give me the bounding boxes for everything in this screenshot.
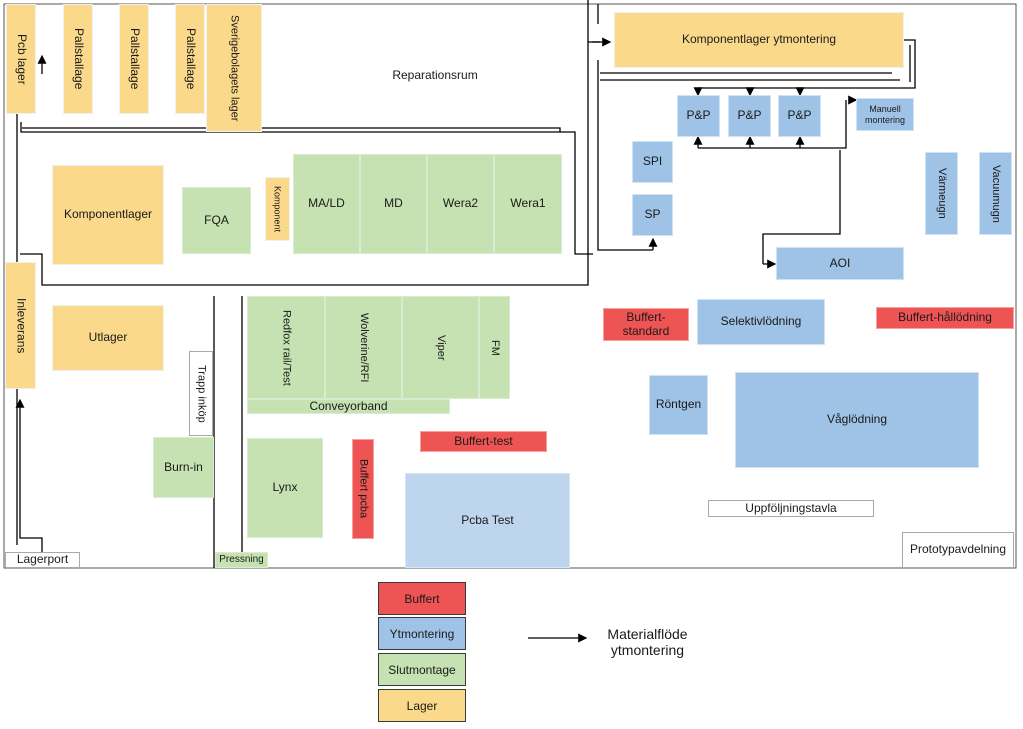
komponentlager: Komponentlager (52, 165, 164, 265)
komponent: Komponent (265, 177, 290, 241)
buffert-test: Buffert-test (420, 431, 547, 452)
wera2: Wera2 (427, 154, 494, 254)
pp-machine-2: P&P (728, 95, 771, 137)
aoi: AOI (776, 247, 904, 280)
spi: SPI (632, 141, 673, 183)
wera1: Wera1 (494, 154, 562, 254)
conveyorband: Conveyorband (247, 399, 450, 414)
burn-in: Burn-in (153, 437, 214, 498)
komponentlager-ytmontering: Komponentlager ytmontering (614, 12, 904, 68)
selektivlodning: Selektivlödning (697, 299, 825, 345)
pp-machine-3: P&P (778, 95, 821, 137)
wolverine-rfi: Wolverine/RFI (325, 296, 402, 399)
rontgen: Röntgen (649, 375, 708, 435)
manuell-montering: Manuell montering (856, 98, 914, 131)
legend-lager: Lager (378, 689, 466, 722)
buffert-pcba: Buffert pcba (352, 439, 374, 539)
redfox-rail-test: Redfox rail/Test (247, 296, 325, 399)
vaglodning: Våglödning (735, 372, 979, 468)
pp-machine-1: P&P (677, 95, 720, 137)
ma-ld: MA/LD (293, 154, 360, 254)
sp: SP (632, 194, 673, 236)
inleverans: Inleverans (5, 262, 36, 389)
legend-slutmontage: Slutmontage (378, 653, 466, 686)
vacuumugn: Vacuumugn (979, 152, 1012, 235)
fm: FM (479, 296, 510, 399)
legend-flow-label-line1: Materialflöde (607, 625, 688, 642)
fqa: FQA (182, 187, 251, 254)
corridor-top (20, 122, 561, 133)
pressning: Pressning (215, 552, 268, 568)
buffert-hallodning: Buffert-hållödning (876, 307, 1014, 329)
utlager: Utlager (52, 305, 164, 371)
prototypavdelning: Prototypavdelning (902, 532, 1014, 568)
legend-flow-label-line2: ytmontering (610, 642, 685, 658)
corridor-bottom (20, 0, 589, 286)
pcba-test: Pcba Test (405, 473, 570, 568)
pallstallage-3: Pallstallage (175, 4, 205, 114)
trapp-inkop: Trapp inköp (189, 351, 213, 436)
varmeugn: Värmeugn (925, 152, 958, 235)
pcb-lager: Pcb lager (6, 4, 36, 114)
reparationsrum: Reparationsrum (392, 68, 478, 83)
lynx: Lynx (247, 438, 323, 538)
md: MD (360, 154, 427, 254)
lagerport: Lagerport (5, 552, 80, 568)
legend-flow-label: Materialflöde ytmontering (590, 622, 705, 662)
sverigebolagets-lager: Sverigebolagets lager (206, 4, 262, 132)
flow-arrow-lagerport (15, 398, 43, 552)
pallstallage-2: Pallstallage (119, 4, 149, 114)
pallstallage-1: Pallstallage (63, 4, 93, 114)
legend-buffert: Buffert (378, 582, 466, 615)
floor-outline (3, 3, 1017, 569)
buffert-standard: Buffert-standard (603, 308, 689, 341)
legend-ytmontering: Ytmontering (378, 617, 466, 650)
uppfoljningstavla: Uppföljningstavla (708, 500, 874, 517)
viper: Viper (402, 296, 479, 399)
